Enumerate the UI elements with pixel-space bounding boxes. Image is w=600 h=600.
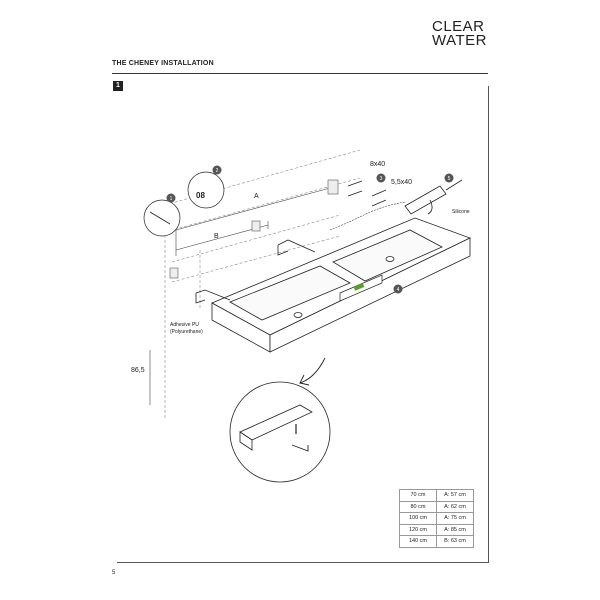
size-dimension: A: 75 cm — [436, 512, 474, 525]
size-width: 80 cm — [399, 500, 437, 513]
callout-5: 5 — [448, 176, 451, 182]
double-basin — [211, 217, 472, 353]
page-number: 5 — [112, 570, 116, 576]
step-frame — [117, 86, 489, 563]
screw-label-5-5x40: 5,5x40 — [391, 179, 412, 186]
callout-2: 2 — [216, 168, 219, 174]
brand-line-2: WATER — [432, 32, 487, 49]
table-row: 70 cm A: 57 cm — [399, 489, 474, 502]
callout-markers — [166, 165, 454, 294]
size-width: 100 cm — [399, 512, 437, 525]
allen-key-icon — [291, 444, 309, 452]
bracket-detail — [229, 381, 331, 483]
step-badge: 1 — [113, 81, 123, 91]
adhesive-label-line2: (Polyurethane) — [170, 329, 203, 335]
size-dimension: A: 62 cm — [436, 500, 474, 513]
drill-icon — [149, 211, 171, 225]
wall-plugs — [169, 179, 339, 279]
silicone-bead — [329, 201, 407, 231]
title-divider — [112, 73, 488, 74]
page-title: THE CHENEY INSTALLATION — [112, 60, 214, 67]
table-row: 140 cm B: 63 cm — [399, 535, 474, 548]
height-label: 86,5 — [131, 367, 145, 374]
size-dimension: B: 63 cm — [436, 535, 474, 548]
callout-1: 1 — [170, 196, 173, 202]
callout-3: 3 — [380, 176, 383, 182]
brand-logo: CLEAR WATER — [432, 18, 487, 49]
table-row: 100 cm A: 75 cm — [399, 512, 474, 525]
drill-size-label: 08 — [196, 191, 205, 200]
silicone-label: Silicone — [452, 209, 470, 215]
silicone-gun — [404, 179, 463, 215]
size-width: 140 cm — [399, 535, 437, 548]
tool-detail-circles — [143, 171, 225, 237]
wall-brackets — [195, 239, 316, 304]
size-width: 120 cm — [399, 523, 437, 536]
adhesive-label-line1: Adhesive PU — [170, 322, 199, 328]
size-table: 70 cm A: 57 cm 80 cm A: 62 cm 100 cm A: … — [399, 489, 474, 548]
wall-guide-lines — [164, 149, 361, 420]
callout-4: 4 — [397, 287, 400, 293]
dimension-a-label: A — [254, 193, 259, 200]
size-dimension: A: 85 cm — [436, 523, 474, 536]
dimension-b-label: B — [214, 233, 219, 240]
table-row: 120 cm A: 85 cm — [399, 523, 474, 536]
spirit-level — [339, 274, 383, 302]
table-row: 80 cm A: 62 cm — [399, 500, 474, 513]
size-dimension: A: 57 cm — [436, 489, 474, 502]
screw-label-8x40: 8x40 — [370, 161, 385, 168]
brand-line-1: CLEAR — [432, 18, 485, 35]
screws — [347, 180, 387, 207]
size-width: 70 cm — [399, 489, 437, 502]
zoom-arrow-icon — [299, 357, 326, 386]
